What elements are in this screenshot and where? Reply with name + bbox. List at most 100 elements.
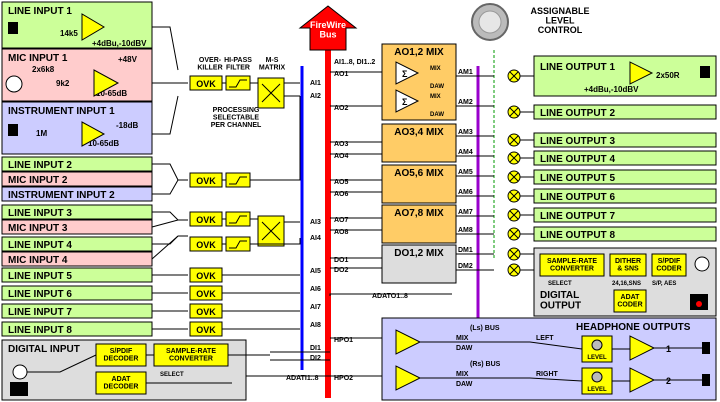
- do-label: DO2: [334, 267, 349, 274]
- select-in-label: SELECT: [160, 372, 184, 378]
- ao-label: AO1: [334, 71, 349, 78]
- mic-input-3-label: MIC INPUT 3: [8, 223, 68, 234]
- formats-label: S/P, AES: [652, 281, 676, 287]
- optical-in-icon: [10, 382, 28, 396]
- am-label: AM3: [458, 129, 473, 136]
- dither-label: DITHER& SNS: [615, 258, 641, 272]
- am-label: AM5: [458, 169, 473, 176]
- mix-text: MIX: [430, 94, 441, 100]
- sigma-icon: Σ: [402, 97, 408, 107]
- line-input-2-label: LINE INPUT 2: [8, 160, 72, 171]
- mic-input-1-box: [1, 48, 153, 102]
- instrument-input-1-label: INSTRUMENT INPUT 1: [8, 106, 115, 117]
- line-output-8-label: LINE OUTPUT 8: [540, 230, 615, 241]
- output-1-level: +4dBu,-10dBV: [584, 85, 639, 94]
- am-label: AM8: [458, 227, 473, 234]
- ovk-label: OVK: [196, 325, 216, 335]
- digital-input-title: DIGITAL INPUT: [8, 344, 80, 355]
- ovk-label: OVK: [196, 176, 216, 186]
- ms-matrix-icon: [257, 77, 285, 109]
- line-input-1-box: [1, 1, 153, 49]
- am-label: AM7: [458, 209, 473, 216]
- overkiller-heading: OVER-KILLER: [197, 57, 222, 71]
- src-out-box: [539, 253, 605, 277]
- ai-label: AI7: [310, 304, 321, 311]
- mix-text: MIX: [430, 66, 441, 72]
- ao-label: AO3: [334, 141, 349, 148]
- instrument-input-2-label: INSTRUMENT INPUT 2: [8, 190, 115, 201]
- ai-label: AI3: [310, 219, 321, 226]
- line-input-1-level: +4dBu,-10dBV: [92, 39, 147, 48]
- ao34-mix-label: AO3,4 MIX: [394, 127, 444, 138]
- ai-label: AI6: [310, 286, 321, 293]
- line-input-3-label: LINE INPUT 3: [8, 208, 72, 219]
- ms-matrix-icons: [257, 77, 285, 247]
- level-x-icon: [507, 227, 521, 241]
- line-input-8-label: LINE INPUT 8: [8, 325, 72, 336]
- headphone-title: HEADPHONE OUTPUTS: [576, 322, 691, 333]
- hp-out-amp-icon: [629, 367, 656, 393]
- do-label: DO1: [334, 257, 349, 264]
- hp-out-1-label: 1: [666, 344, 671, 354]
- am-label: AM6: [458, 189, 473, 196]
- ao56-mix-label: AO5,6 MIX: [394, 168, 444, 179]
- ovk-label: OVK: [196, 307, 216, 317]
- output-level-controls: [507, 69, 521, 277]
- ao-label: AO5: [334, 179, 349, 186]
- mic-input-1-amp-icon: [93, 69, 120, 97]
- hipass-filter-icons: [225, 75, 251, 252]
- hp-traces: [420, 341, 702, 382]
- level-x-icon: [507, 69, 521, 83]
- mic-input-1-gain: 10-65dB: [96, 89, 127, 98]
- rs-bus-label: (Rs) BUS: [470, 361, 501, 368]
- output-amp-icon: [629, 61, 654, 85]
- mic-input-1-resistor: 2x6k8: [32, 65, 55, 74]
- ai-label: AI8: [310, 322, 321, 329]
- do12-mix-label: DO1,2 MIX: [394, 248, 444, 259]
- adato-label: ADATO1..8: [372, 293, 408, 300]
- di-label: DI2: [310, 355, 321, 362]
- input-traces: [151, 26, 188, 330]
- hpo-label: HPO2: [334, 375, 353, 382]
- level-x-icon: [507, 105, 521, 119]
- di-label: DI1: [310, 345, 321, 352]
- line-output-1-label: LINE OUTPUT 1: [540, 62, 615, 73]
- level-x-icon: [507, 151, 521, 165]
- instrument-input-1-box: [1, 101, 153, 155]
- select-label: SELECT: [548, 281, 572, 287]
- summing-amp-icon: [395, 61, 420, 85]
- instrument-input-1-gain: 10-65dB: [88, 139, 119, 148]
- mix-output-traces: [456, 75, 494, 271]
- line-input-6-label: LINE INPUT 6: [8, 289, 72, 300]
- level-x-icon: [507, 133, 521, 147]
- ao34-mix-box: [381, 123, 457, 163]
- am-label: AM4: [458, 149, 473, 156]
- ao12-mix-box: [381, 43, 457, 121]
- adat-coder-box: [613, 289, 647, 313]
- line-input-4-label: LINE INPUT 4: [8, 240, 72, 251]
- instrument-input-1-res: 1M: [36, 129, 47, 138]
- ao-label: AO8: [334, 229, 349, 236]
- mic-input-1-res2: 9k2: [56, 79, 70, 88]
- hp-daw-label: DAW: [456, 381, 473, 388]
- headphone-section: HEADPHONE OUTPUTS (Ls) BUS (Rs) BUS MIX …: [381, 317, 717, 401]
- hp-out-2-label: 2: [666, 376, 671, 386]
- input-section: LINE INPUT 1 14k5 +4dBu,-10dBV MIC INPUT…: [1, 1, 153, 337]
- mic-input-2-label: MIC INPUT 2: [8, 175, 68, 186]
- digital-out-jack-icon: [694, 256, 710, 272]
- hp-level-knob-icon: [591, 339, 603, 351]
- output-traces: [520, 75, 536, 271]
